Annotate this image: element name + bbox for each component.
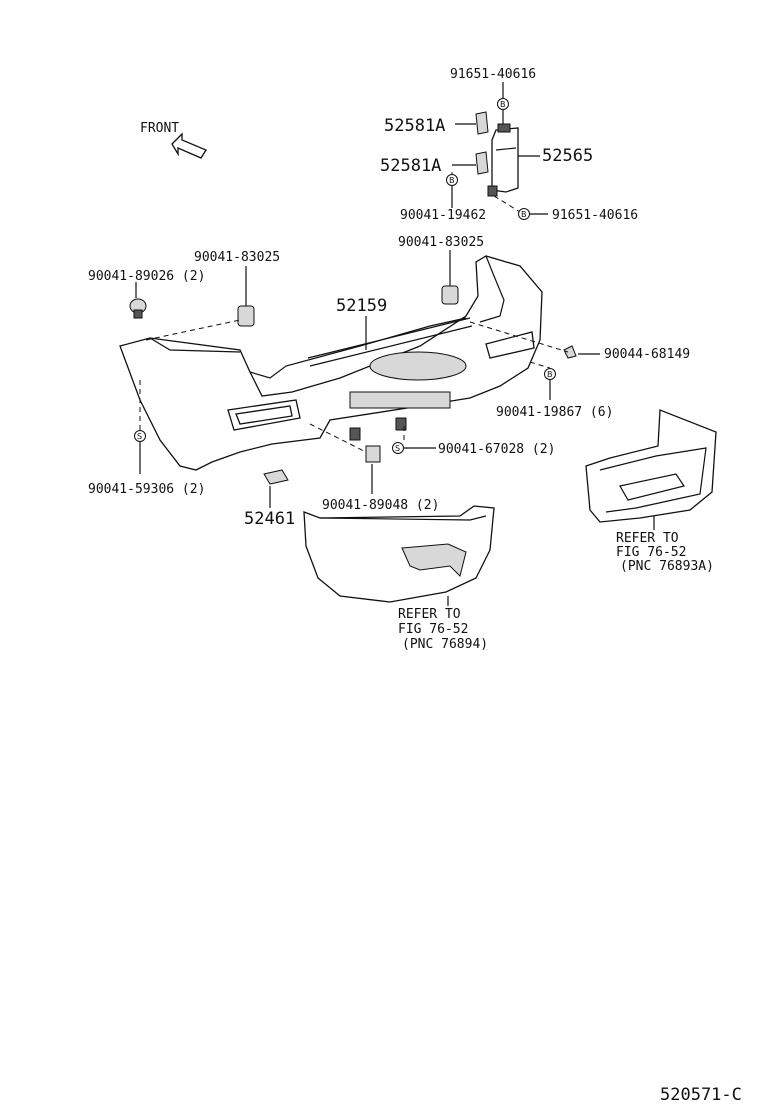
label-52159: 52159 [336, 296, 387, 316]
label-90041-67028: 90041-67028 (2) [438, 442, 555, 457]
clip-52581A-top [475, 111, 489, 135]
marker-s-1: S [392, 442, 404, 454]
leader-lines [135, 82, 655, 606]
refer-right-line3: (PNC 76893A) [620, 559, 714, 574]
label-52581A-mid: 52581A [380, 156, 441, 176]
pad-52461 [263, 469, 289, 485]
refer-right-line2: FIG 76-52 [616, 545, 686, 560]
clip-52581A-mid [475, 151, 489, 175]
label-52565: 52565 [542, 146, 593, 166]
bumper-cover-52159 [119, 255, 543, 471]
nut-90041-89048 [365, 445, 381, 463]
svg-text:S: S [395, 444, 400, 453]
svg-text:S: S [137, 432, 142, 441]
svg-text:B: B [547, 370, 553, 379]
label-91651-40616-bottom: 91651-40616 [552, 208, 638, 223]
label-90041-19462: 90041-19462 [400, 208, 486, 223]
retainer-90041-83025-right [441, 285, 459, 305]
label-90041-89048: 90041-89048 (2) [322, 498, 439, 513]
label-90041-59306: 90041-59306 (2) [88, 482, 205, 497]
bracket-52565 [487, 123, 519, 197]
bumper-lower-cover [303, 505, 495, 603]
front-arrow-icon [171, 132, 207, 159]
retainer-90041-83025-left [237, 305, 255, 327]
label-90041-89026: 90041-89026 (2) [88, 269, 205, 284]
marker-b-1: B [497, 98, 509, 110]
label-90044-68149: 90044-68149 [604, 347, 690, 362]
marker-s-2: S [134, 430, 146, 442]
label-90041-83025-left: 90041-83025 [194, 250, 280, 265]
svg-text:B: B [521, 210, 527, 219]
svg-text:B: B [449, 176, 455, 185]
clip-90044-68149 [563, 345, 577, 359]
clip-90041-89026 [129, 298, 147, 319]
marker-b-3: B [518, 208, 530, 220]
marker-b-2: B [446, 174, 458, 186]
front-label: FRONT [140, 121, 179, 136]
marker-b-4: B [544, 368, 556, 380]
svg-text:B: B [500, 100, 506, 109]
bumper-extension-right [585, 409, 717, 523]
label-90041-19867: 90041-19867 (6) [496, 405, 613, 420]
label-52581A-top: 52581A [384, 116, 445, 136]
label-52461: 52461 [244, 509, 295, 529]
refer-bottom-line2: FIG 76-52 [398, 622, 468, 637]
refer-right-line1: REFER TO [616, 531, 679, 546]
label-91651-40616-top: 91651-40616 [450, 67, 536, 82]
label-90041-83025-right: 90041-83025 [398, 235, 484, 250]
figure-code: 520571-C [660, 1085, 742, 1105]
refer-bottom-line3: (PNC 76894) [402, 637, 488, 652]
refer-bottom-line1: REFER TO [398, 607, 461, 622]
